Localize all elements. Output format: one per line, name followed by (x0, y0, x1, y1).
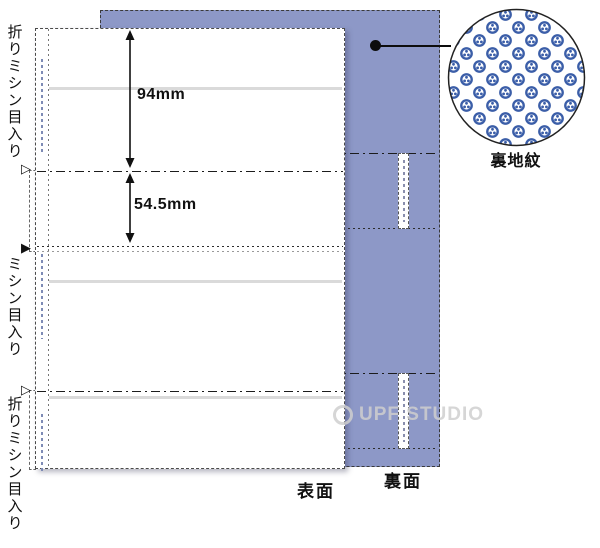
back-sheet-label: 裏面 (384, 472, 422, 491)
callout-line (375, 45, 451, 47)
back-pattern-closeup (447, 8, 586, 147)
filled-triangle-icon: ▶ (21, 240, 31, 255)
pattern-caption: 裏地紋 (490, 153, 542, 170)
annotation-perforation-middle: ミシン目入り (5, 256, 23, 358)
binding-margin-divider (48, 29, 49, 468)
watermark: UPF STUDIO (333, 404, 484, 426)
open-triangle-icon: ▷ (21, 382, 31, 397)
fine-print (403, 160, 405, 222)
fold-perforation-line-bottom (37, 391, 343, 392)
back-white-strip-bottom (398, 373, 409, 449)
fine-print (41, 254, 43, 339)
form-rule-line-2 (49, 280, 342, 283)
dimension-arrows (125, 30, 135, 243)
annotation-fold-perforation-top: 折りミシン目入り (5, 24, 23, 160)
front-sheet (35, 28, 345, 474)
perforation-line-middle (37, 246, 343, 247)
front-sheet-label: 表面 (297, 482, 335, 501)
form-rule-line-3 (49, 396, 342, 399)
dimension-54-5mm: 54.5mm (134, 196, 197, 213)
back-white-strip-top (398, 153, 409, 229)
watermark-logo-icon (333, 405, 353, 425)
fold-perforation-line-top (37, 171, 343, 172)
watermark-text: UPF STUDIO (359, 404, 485, 425)
fine-print (41, 414, 43, 474)
dimension-94mm: 94mm (137, 86, 186, 103)
form-rule-line-1 (49, 87, 342, 90)
annotation-fold-perforation-bottom: 折りミシン目入り (5, 396, 23, 532)
sheet-overlap-edge (37, 251, 343, 252)
fine-print (403, 380, 405, 442)
open-triangle-icon: ▷ (21, 161, 31, 176)
fine-print (41, 59, 43, 154)
